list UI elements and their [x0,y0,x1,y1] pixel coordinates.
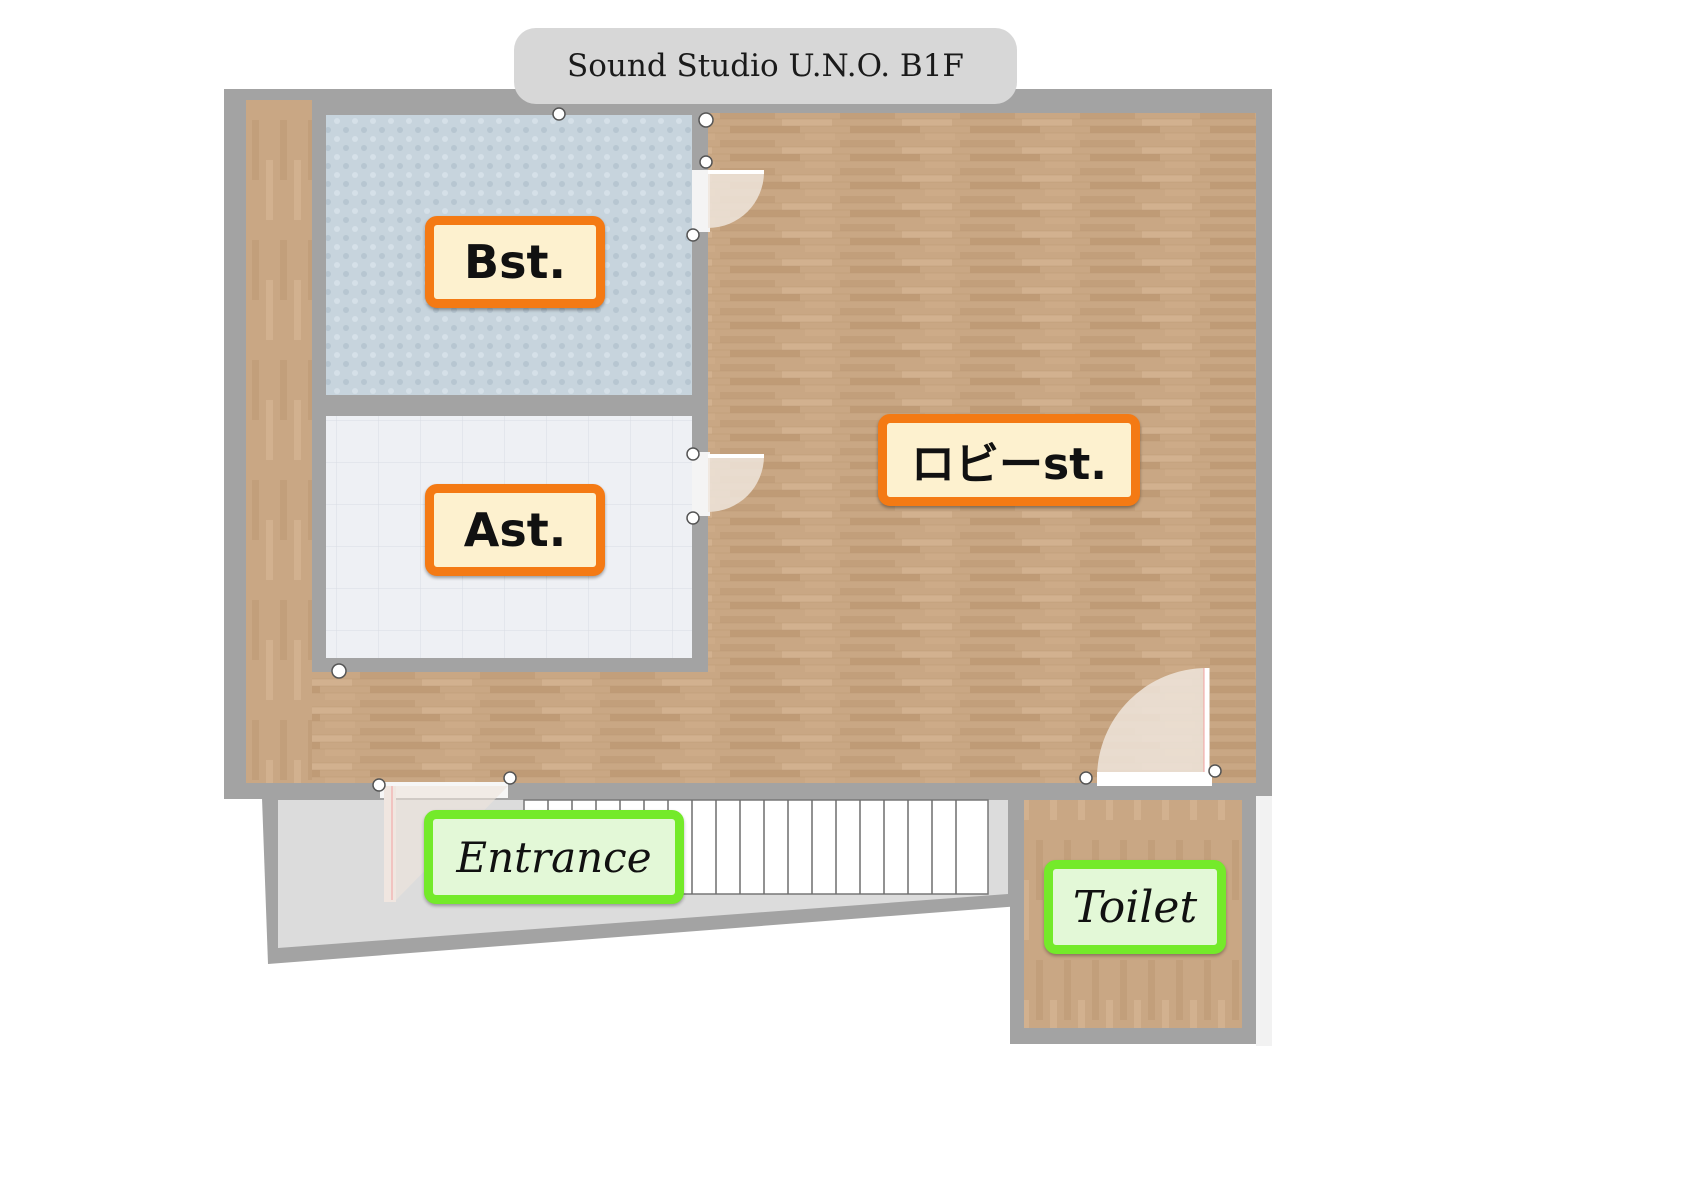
room-label-ast: Ast. [425,484,605,576]
floor-plan [224,89,1272,1046]
door-swing-icon [1097,668,1207,778]
room-label-entrance: Entrance [424,810,684,904]
room-label-toilet: Toilet [1044,860,1226,954]
wall-joint-icon [331,107,1222,792]
room-label-lobby: ロビーst. [878,414,1140,506]
left-corridor [246,100,312,783]
page-title: Sound Studio U.N.O. B1F [514,28,1017,104]
room-label-bst: Bst. [425,216,605,308]
door-swing-icon [708,456,764,512]
door-swing-icon [708,172,764,228]
